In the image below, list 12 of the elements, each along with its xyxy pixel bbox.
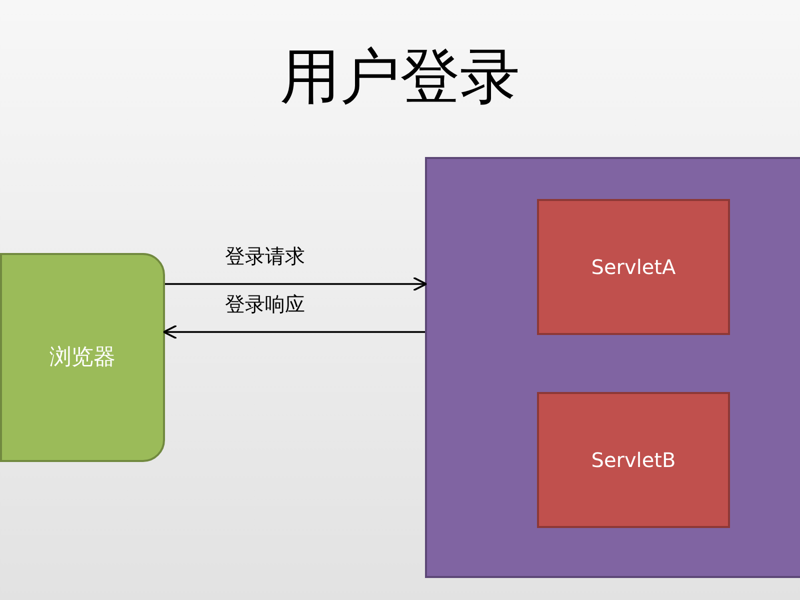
edge-label: 登录响应 [225, 294, 305, 314]
arrow [165, 276, 428, 292]
edge-label: 登录请求 [225, 246, 305, 266]
arrow [162, 324, 425, 340]
server-box [425, 157, 800, 578]
node-label: ServletB [591, 447, 676, 474]
servlet-box [537, 392, 730, 528]
browser-box [0, 253, 165, 462]
servlet-box [537, 199, 730, 335]
node-label: 浏览器 [50, 344, 116, 372]
title: 用户登录 [279, 41, 521, 114]
node-label: ServletA [591, 254, 676, 281]
